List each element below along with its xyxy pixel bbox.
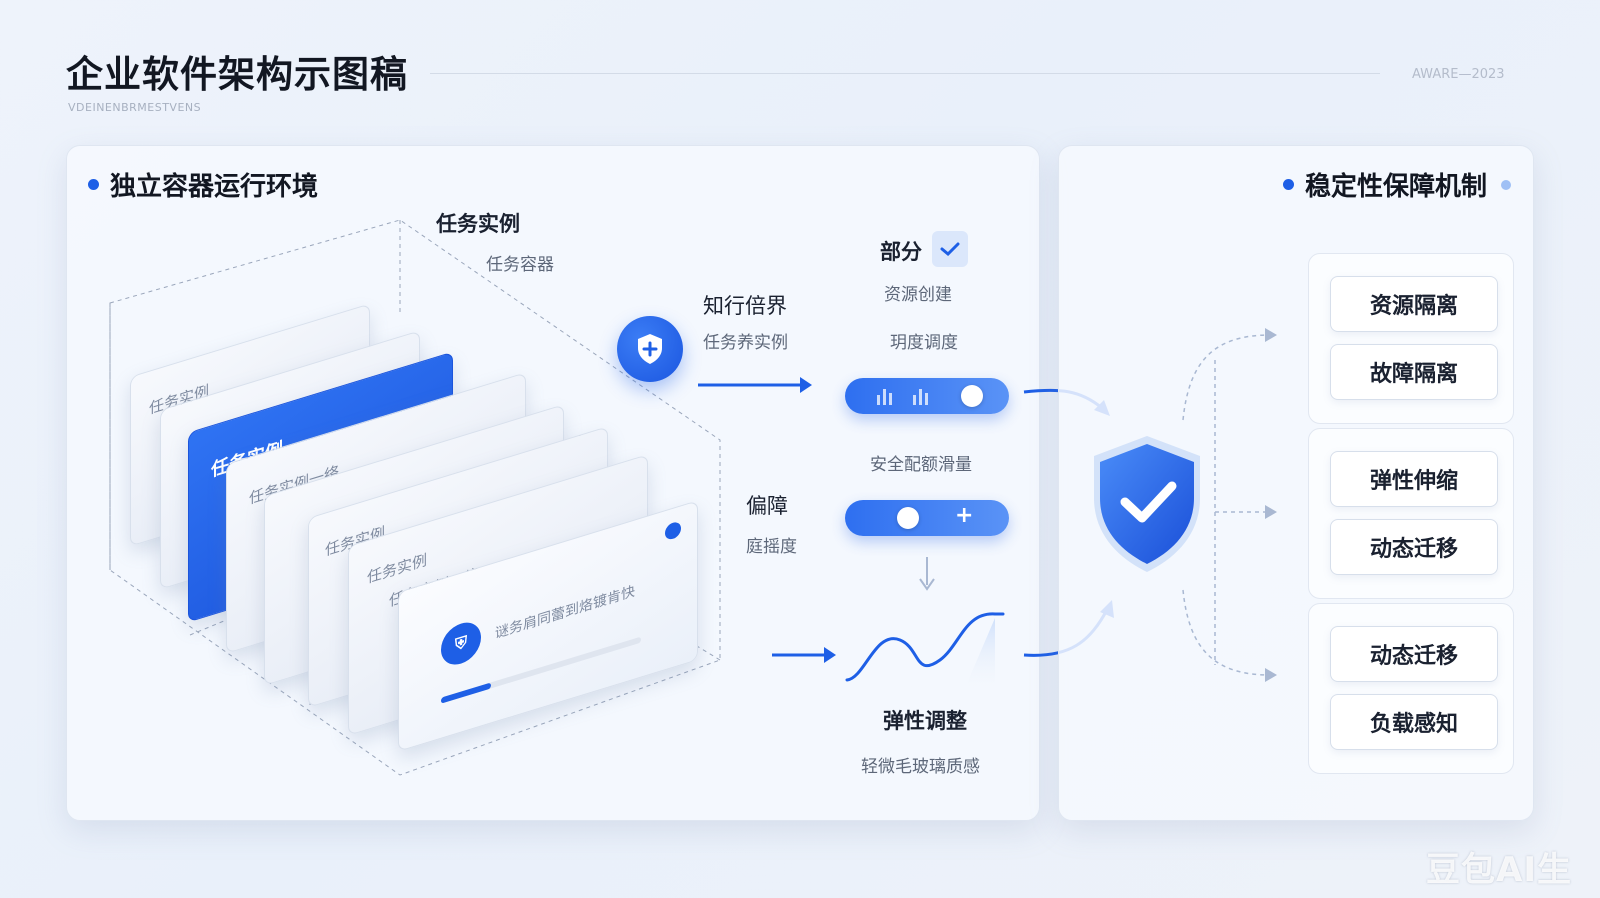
branch-connectors (1182, 328, 1277, 682)
mechanism-item[interactable]: 动态迁移 (1330, 626, 1498, 682)
mechanism-item[interactable]: 动态迁移 (1330, 519, 1498, 575)
section-title-left: 独立容器运行环境 (110, 172, 319, 202)
shield-plus-icon[interactable] (617, 316, 683, 382)
page-title: 企业软件架构示图稿 (66, 53, 408, 96)
section-bullet-light (1501, 180, 1511, 190)
flow-sub-2: 庭摇度 (746, 537, 797, 557)
toggle-knob[interactable] (896, 507, 919, 529)
plus-icon[interactable]: + (955, 503, 974, 528)
task-card-label: 谜务肩同蕾到烙镀肯快 (495, 583, 635, 643)
progress-fill (441, 682, 491, 704)
arrow-down (919, 557, 935, 591)
partial-checkbox[interactable] (932, 231, 968, 267)
flow-sub-1: 任务养实例 (703, 333, 788, 353)
toggle-knob[interactable] (960, 385, 983, 407)
resource-toggle[interactable] (845, 378, 1009, 414)
stack-subtitle: 任务容器 (486, 255, 554, 275)
header-divider (430, 73, 1380, 74)
flow-label-1: 知行倍界 (703, 294, 787, 318)
section-bullet (1283, 179, 1294, 190)
shield-check-icon[interactable] (1082, 430, 1212, 580)
task-card-stack: 任务实例 任务实例 任务实例一络 任务实例 任务实例 任务实例一络 ⛨ 谜务肩同… (130, 250, 710, 752)
schedule-label: 玥度调度 (890, 333, 958, 353)
arrow-right (698, 377, 812, 393)
bar-chart-icon (877, 389, 928, 405)
elastic-title: 弹性调整 (883, 709, 967, 733)
section-title-right: 稳定性保障机制 (1305, 172, 1488, 202)
mechanism-item[interactable]: 故障隔离 (1330, 344, 1498, 400)
partial-label: 部分 (880, 240, 922, 264)
status-dot (665, 520, 681, 542)
mechanism-item[interactable]: 弹性伸缩 (1330, 451, 1498, 507)
resource-create-label: 资源创建 (884, 285, 952, 305)
arrow-right (772, 647, 836, 663)
shield-plus-glyph (638, 334, 662, 364)
flow-label-2: 偏障 (746, 494, 788, 518)
mechanism-item[interactable]: 负载感知 (1330, 694, 1498, 750)
header-tag: AWARE—2023 (1412, 67, 1505, 82)
stack-title: 任务实例 (436, 212, 520, 236)
shield-icon: ⛨ (441, 617, 481, 670)
page-subtitle: VDEINENBRMESTVENS (68, 101, 202, 114)
quota-toggle[interactable]: + (845, 500, 1009, 536)
elastic-subtitle: 轻微毛玻璃质感 (861, 757, 980, 777)
watermark: 豆包AI生成 (1426, 850, 1572, 890)
wave-icon (845, 612, 1005, 688)
quota-label: 安全配额滑量 (870, 455, 972, 475)
section-bullet (88, 179, 99, 190)
mechanism-item[interactable]: 资源隔离 (1330, 276, 1498, 332)
check-icon (940, 242, 960, 257)
